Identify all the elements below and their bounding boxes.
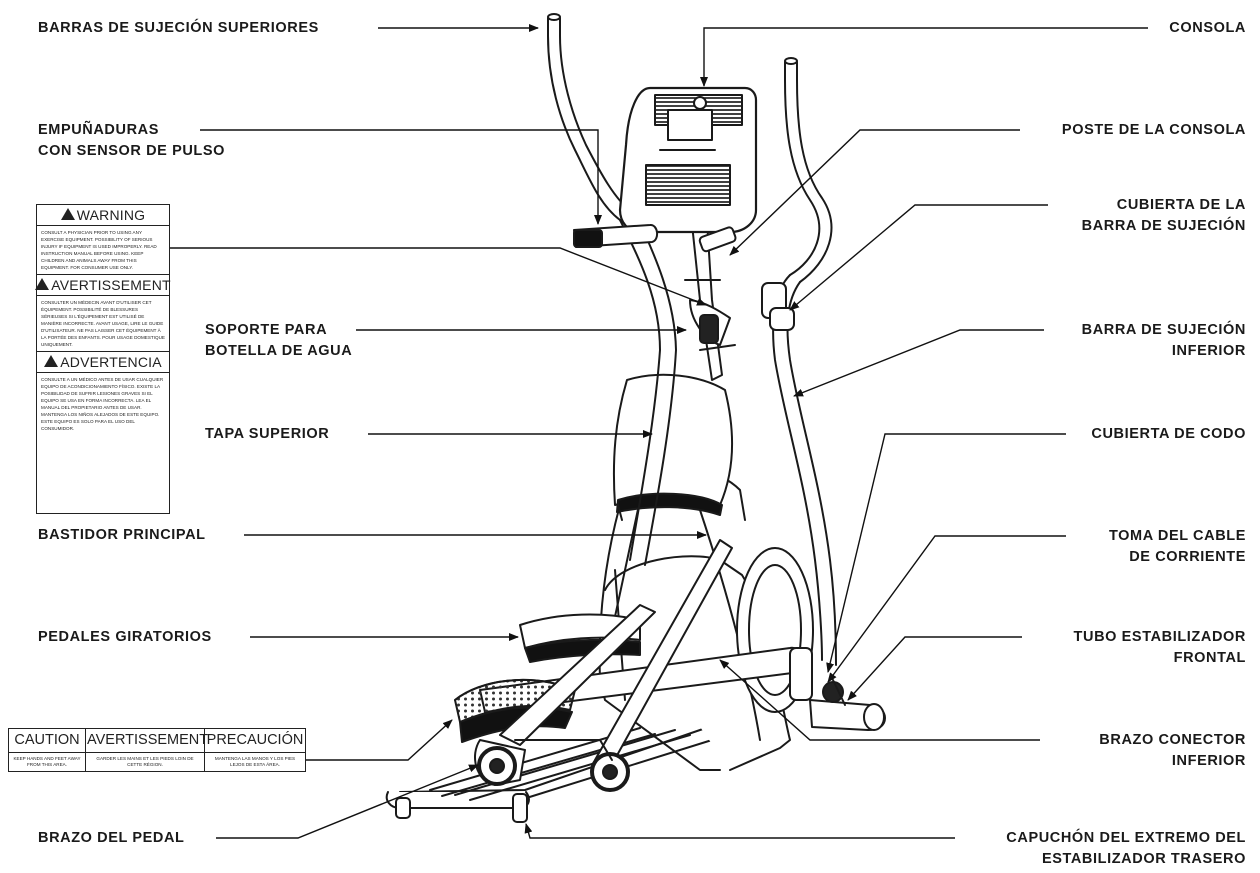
label-barras-superiores: BARRAS DE SUJECIÓN SUPERIORES: [38, 20, 319, 36]
caution-text-en: Keep hands and feet away from this area.: [13, 756, 81, 767]
console: [618, 86, 758, 234]
label-tapa-superior: TAPA SUPERIOR: [205, 426, 330, 442]
leader-capuchon: [524, 823, 955, 839]
front-stabilizer: [809, 679, 886, 731]
leader-cubierta-barra: [789, 204, 1048, 311]
label-pedales: PEDALES GIRATORIOS: [38, 629, 212, 645]
caution-col-es: PRECAUCIÓN Mantenga las manos y los pies…: [205, 729, 305, 771]
warning-text-fr: Consulter un médecin avant d'utiliser ce…: [41, 300, 165, 347]
leader-barra-inferior: [793, 329, 1044, 397]
warning-heading-fr: AVERTISSEMENT: [35, 274, 171, 296]
leader-toma: [827, 535, 1066, 683]
leader-lines: [170, 24, 1148, 839]
leader-brazo-pedal: [216, 764, 479, 839]
machine-drawing: [385, 13, 886, 823]
caution-col-fr: AVERTISSEMENT Garder les mains et les pi…: [86, 729, 208, 771]
warning-text-en: Consult a physician prior to using any e…: [41, 230, 157, 270]
water-bottle-holder: [689, 299, 736, 351]
warning-text-es: Consulte a un médico antes de usar cualq…: [41, 377, 164, 431]
caution-text-es: Mantenga las manos y los pies lejos de e…: [214, 756, 296, 767]
leader-caution: [306, 719, 453, 761]
warning-label: WARNING Consult a physician prior to usi…: [35, 204, 171, 514]
warning-triangle-icon: [44, 355, 59, 367]
pedal-arms: [474, 539, 733, 792]
leader-poste: [729, 129, 1020, 256]
leader-tubo: [847, 636, 1022, 701]
caution-heading-fr: AVERTISSEMENT: [86, 729, 208, 753]
upper-handlebars: [547, 13, 833, 283]
label-bastidor: BASTIDOR PRINCIPAL: [38, 527, 206, 543]
warning-triangle-icon: [60, 208, 75, 220]
leader-warning: [170, 247, 707, 306]
pulse-grips: [573, 224, 737, 253]
caution-text-fr: Garder les mains et les pieds loin de ce…: [96, 756, 194, 767]
warning-heading-en: WARNING: [37, 205, 169, 226]
warning-heading-es: ADVERTENCIA: [37, 351, 169, 373]
warning-triangle-icon: [35, 278, 50, 290]
caution-col-en: CAUTION Keep hands and feet away from th…: [9, 729, 86, 771]
leader-codo: [826, 433, 1066, 673]
top-cover: [612, 373, 733, 521]
grip-cover: [761, 282, 795, 331]
caution-heading-en: CAUTION: [9, 729, 85, 753]
label-consola: CONSOLA: [1169, 20, 1246, 36]
leader-brazo-conector: [719, 659, 1040, 741]
leader-empunaduras: [200, 129, 602, 225]
caution-heading-es: PRECAUCIÓN: [205, 729, 305, 753]
rear-base: [385, 725, 713, 823]
label-cubierta-codo: CUBIERTA DE CODO: [1091, 426, 1246, 442]
label-brazo-pedal: BRAZO DEL PEDAL: [38, 830, 185, 846]
label-poste-consola: POSTE DE LA CONSOLA: [1061, 122, 1246, 138]
caution-label: CAUTION Keep hands and feet away from th…: [8, 728, 306, 772]
leader-consola: [700, 27, 1148, 87]
